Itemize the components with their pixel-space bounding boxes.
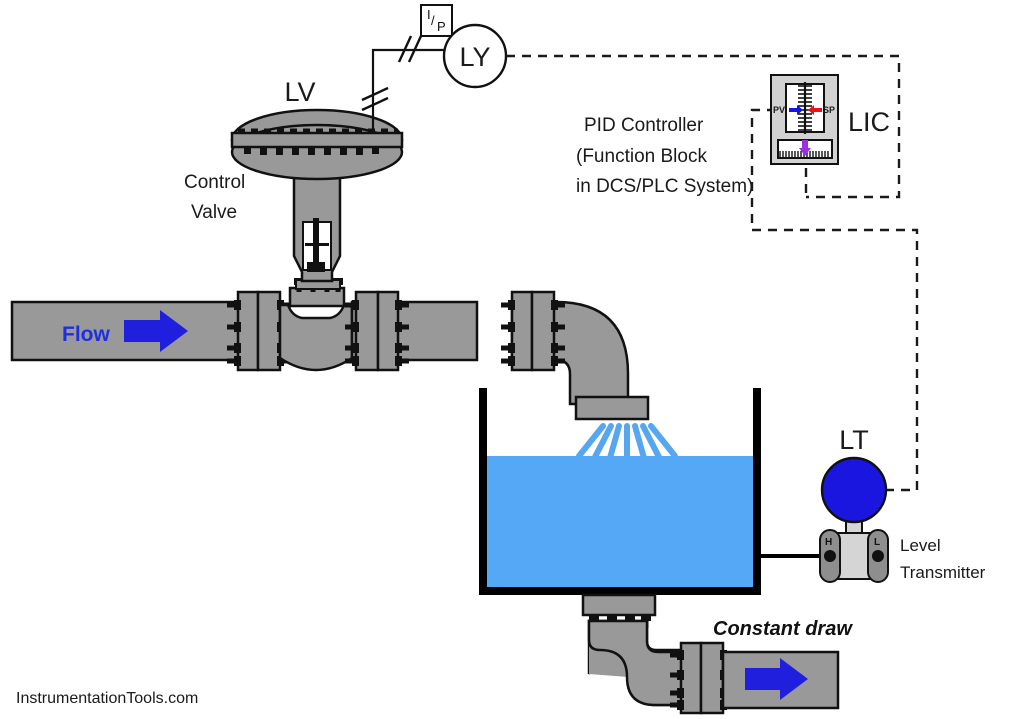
transmitter-low-port-label: L [874,537,880,548]
discharge-arrow-icon [745,658,808,700]
valve-outlet-flange [345,290,409,372]
pv-arrow-icon [789,105,803,115]
tank-vessel [479,388,761,595]
ly-tag-label: LY [459,42,490,72]
transmitter-high-port-label: H [825,537,832,548]
signal-line-lt-to-lic [750,108,919,492]
sp-label: SP [823,105,835,115]
constant-draw-label: Constant draw [713,618,853,640]
level-transmitter-label-line2: Transmitter [900,563,986,582]
flow-label: Flow [62,323,110,346]
pneumatic-signal-line [361,35,444,130]
level-transmitter-label-line1: Level [900,536,941,555]
tank-outlet-nozzle [581,593,657,628]
outlet-elbow-pipe [587,619,688,707]
watermark-label: InstrumentationTools.com [16,690,198,707]
ip-numerator-label: I [427,7,431,22]
valve-bonnet-flange [288,278,346,308]
sp-arrow-icon [808,105,822,115]
control-valve-label-line1: Control [184,172,245,193]
pid-controller-label-line2: (Function Block [576,146,707,167]
control-valve-label-line2: Valve [191,202,237,223]
control-valve-body [278,303,354,372]
output-arrow-icon [799,140,811,156]
ip-denominator-label: P [437,19,446,34]
valve-actuator-diaphragm [230,108,404,181]
lv-tag-label: LV [284,77,315,107]
ip-slash-label: / [431,13,435,28]
elbow-inlet-flange [501,290,565,372]
level-transmitter[interactable]: H L [819,456,889,583]
ly-instrument-bubble[interactable]: LY [442,23,508,89]
spray-nozzle-head [574,395,650,421]
control-valve-yoke [292,168,342,283]
pid-controller-label-line1: PID Controller [584,115,704,136]
spray-streams [576,423,678,461]
flow-arrow-icon [124,310,188,352]
lic-controller-faceplate[interactable]: PV SP [770,74,839,165]
lic-tag-label: LIC [848,107,890,137]
ip-transducer-box[interactable]: I / P [420,4,453,37]
pv-label: PV [773,105,785,115]
pid-controller-label-line3: in DCS/PLC System) [576,176,753,197]
signal-line-lic-to-ly [506,54,901,199]
lt-tag-label: LT [839,425,869,455]
